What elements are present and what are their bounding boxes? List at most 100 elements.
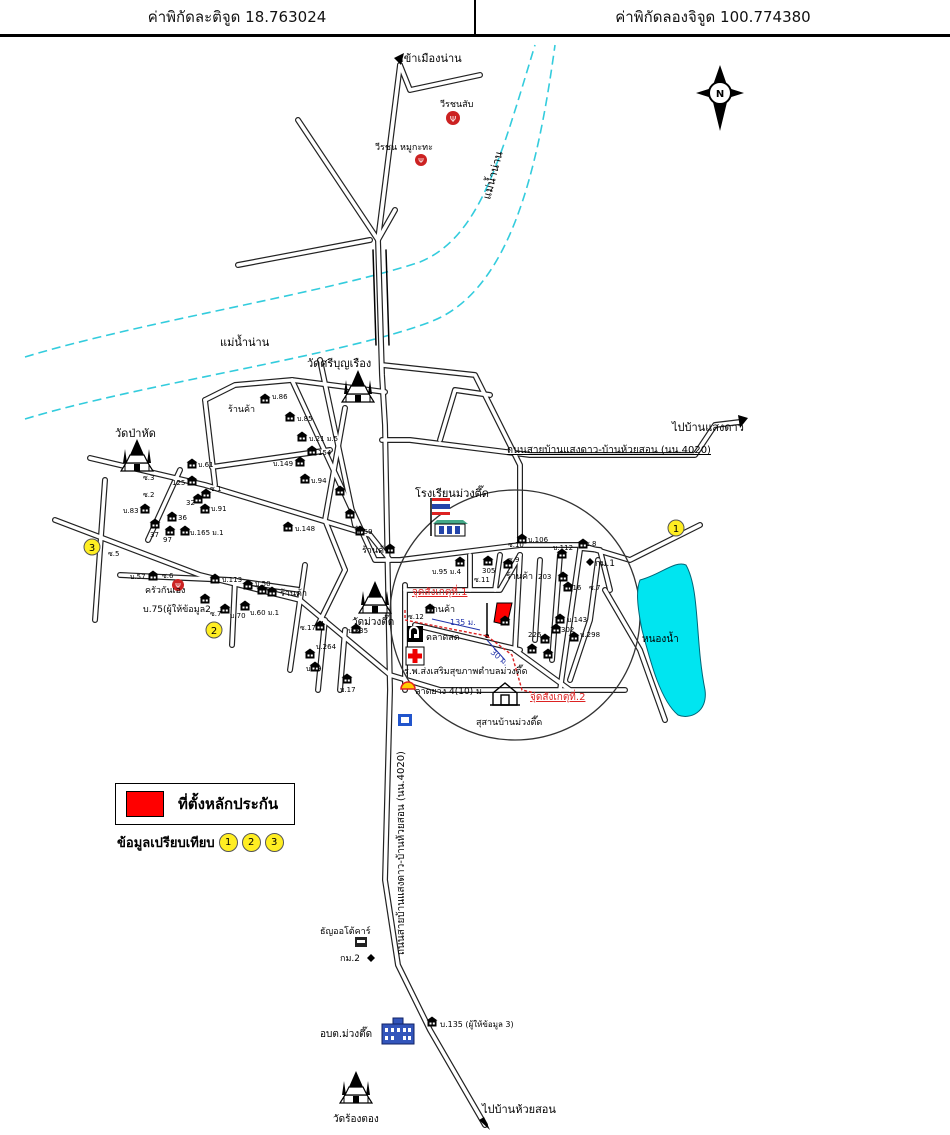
house-icon <box>482 555 494 566</box>
rubber-label: ลาดยาง 4(10) ม <box>415 687 482 697</box>
restaurant-marker-icon: Ψ <box>172 579 184 591</box>
house-number: บ.61 <box>198 461 214 469</box>
longitude-label: ค่าพิกัดลองจิจูด 100.774380 <box>615 8 811 26</box>
house-number: บ.264 <box>316 643 337 651</box>
house-icon <box>166 511 178 522</box>
comparison-circle-2: 2 <box>205 621 223 639</box>
school-icon <box>430 498 468 537</box>
shell-station-icon <box>400 681 416 690</box>
location-map: N <box>24 44 748 1130</box>
north-letter: N <box>716 89 724 100</box>
legend-circle-3: 3 <box>264 833 284 852</box>
house-number: บ.143 <box>567 616 587 624</box>
legend-red-swatch <box>126 791 164 817</box>
house-number: บ.83 <box>123 507 139 515</box>
soi-label: ซ.3 <box>143 474 154 482</box>
house-icon <box>147 570 159 581</box>
svg-text:Ψ: Ψ <box>418 157 424 165</box>
comparison-number: 2 <box>211 626 217 637</box>
coordinate-header: ค่าพิกัดละติจูด 18.763024 ค่าพิกัดลองจิจ… <box>0 0 950 37</box>
house-icon <box>284 411 296 422</box>
house-number: บ.59 <box>357 528 373 536</box>
hospital-cross-icon <box>405 646 425 666</box>
distance-2-label: 30 ม. <box>489 648 511 668</box>
house-number: 36 <box>178 514 187 522</box>
restaurant-label: ครัวกันเอง <box>145 586 185 596</box>
house-number: บ.29 <box>306 665 322 673</box>
resort-marker-icon: Ψ <box>446 111 460 125</box>
house-number: 302 <box>561 626 574 634</box>
km-marker-icon <box>586 558 594 566</box>
km1-label: กม.1 <box>595 559 615 569</box>
auto-shop-label: ธัญออโต้คาร์ <box>320 925 371 937</box>
house-number: 305 <box>482 567 495 575</box>
house-icon <box>259 393 271 404</box>
soi-label: ซ.7 <box>210 610 221 618</box>
house-icon <box>179 525 191 536</box>
house-icon <box>139 503 151 514</box>
observation-point-2-label: จุดสังเกตุที่.2 <box>530 689 585 703</box>
soi-label: ซ.5 <box>108 550 119 558</box>
sao-label: อบต.ม่วงตึ๊ด <box>320 1026 372 1040</box>
comparison-number: 3 <box>89 543 95 554</box>
legend-collateral-label: ที่ตั้งหลักประกัน <box>178 795 279 813</box>
legend-collateral: ที่ตั้งหลักประกัน <box>115 783 295 825</box>
legend-circle-2: 2 <box>241 833 261 852</box>
wat-rong-label: วัดร้องตอง <box>333 1113 379 1125</box>
km-marker-icon <box>367 954 375 962</box>
house-number: บ.70 <box>230 612 246 620</box>
road-vertical-label: ถนนสายบ้านแสงดาว-บ้านห้วยสอน (นน.4020) <box>395 751 407 955</box>
house-icon <box>526 643 538 654</box>
resort-marker-icon: Ψ <box>415 154 427 166</box>
comparison-circle-3: 3 <box>83 538 101 556</box>
soi-label: ซ.17 <box>300 624 316 632</box>
sao-office-icon <box>381 1017 415 1045</box>
house-icon <box>306 445 318 456</box>
soi-label: ซ.1 <box>210 485 221 493</box>
soi-label: ซ.2 <box>143 491 154 499</box>
house-icon <box>304 648 316 659</box>
house-icon <box>186 475 198 486</box>
house-icon <box>164 525 176 536</box>
comparison-number: 1 <box>673 524 679 535</box>
house-number: บ.60 ม.1 <box>250 609 279 617</box>
resort-1-label: วีรชนสับ <box>440 99 474 110</box>
hospital-label: ร.พ.ส่งเสริมสุขภาพตำบลม่วงตึ๊ด <box>404 664 528 677</box>
pond-label: หนองน้ำ <box>642 631 679 645</box>
comparison-circle-1: 1 <box>667 519 685 537</box>
to-nan-label: เข้าเมืองน่าน <box>400 52 462 65</box>
soi-label: ซ.12 <box>408 613 424 621</box>
arrow-to-huaison-icon <box>479 1117 490 1130</box>
header-divider <box>474 0 476 34</box>
house-icon <box>296 431 308 442</box>
house-number: บ.95 ม.4 <box>432 568 462 576</box>
house-icon <box>294 456 306 467</box>
legend-comparison-label: ข้อมูลเปรียบเทียบ <box>117 836 215 851</box>
svg-text:Ψ: Ψ <box>450 115 456 124</box>
house-number: บ.85 <box>297 415 313 423</box>
legend-circle-1: 1 <box>218 833 238 852</box>
house-135-label: บ.135 (ผู้ให้ข้อมูล 3) <box>440 1020 514 1030</box>
house-icon <box>239 600 251 611</box>
road-4020-label: ถนนสายบ้านแสงดาว-บ้านห้วยสอน (นน.4020) <box>507 444 711 456</box>
arrow-to-nan-icon <box>394 53 404 65</box>
house-number: บ.148 <box>295 525 315 533</box>
house-75-label: บ.75(ผู้ให้ข้อมูล2 <box>143 604 211 615</box>
house-icon <box>282 521 294 532</box>
house-number: บ.149 <box>273 460 293 468</box>
house-number: บ.86 <box>272 393 288 401</box>
house-number: บ.57 <box>130 573 146 581</box>
road-arrows <box>394 53 748 1130</box>
arrow-to-saengdao-icon <box>738 415 748 428</box>
soi-label: ซ.10 <box>508 541 524 549</box>
house-number: 154 <box>318 449 332 457</box>
wat-muang-label: วัดม่วงตึ๊ด <box>352 614 394 628</box>
resort-2-label: วีรชน หมูกะทะ <box>375 142 433 153</box>
house-number: บ.335 <box>348 627 368 635</box>
house-number: บ.91 <box>211 505 227 513</box>
house-icon <box>454 556 466 567</box>
house-number: 116 <box>568 584 582 592</box>
svg-text:Ψ: Ψ <box>175 582 181 590</box>
house-number: บ.106 <box>528 536 549 544</box>
observation-lines <box>404 610 536 694</box>
